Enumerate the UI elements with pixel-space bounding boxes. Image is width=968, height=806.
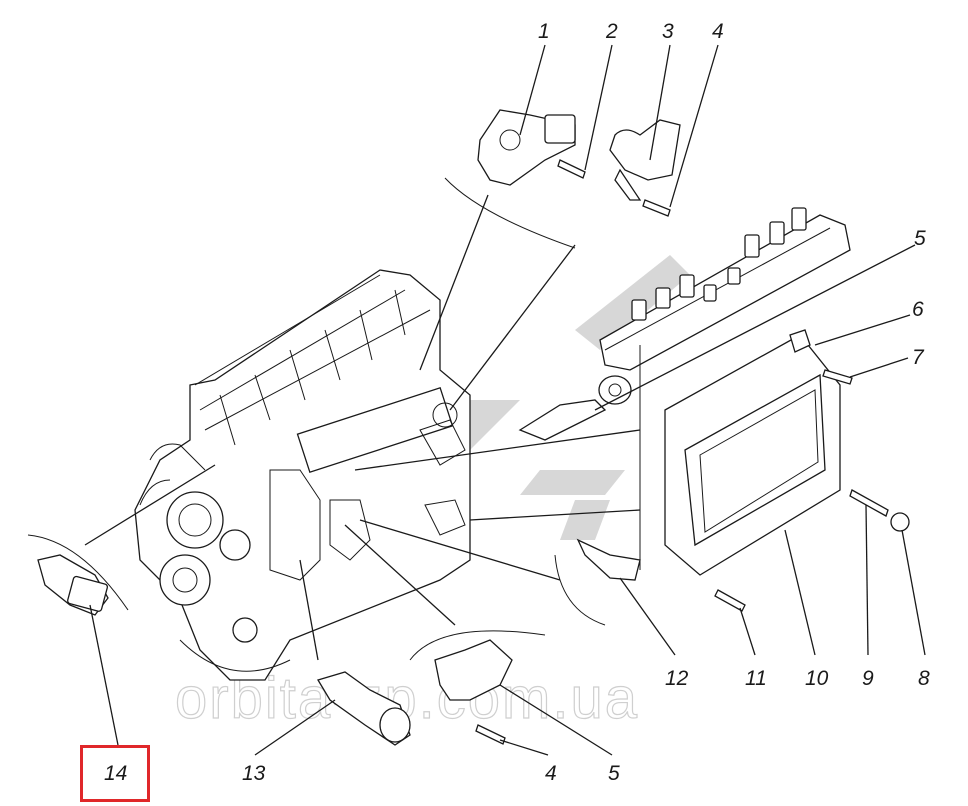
part-9-stud (849, 489, 889, 517)
callout-14: 14 (104, 762, 127, 785)
part-1-sensor (477, 109, 576, 186)
callout-8: 8 (918, 667, 930, 690)
callout-11: 11 (745, 667, 767, 690)
part-7-bolt (822, 369, 853, 385)
callout-4-top: 4 (712, 20, 724, 43)
ecu-unit (664, 329, 841, 576)
callout-2: 2 (605, 20, 618, 43)
callout-labels: 1 2 3 4 5 6 7 8 9 10 11 12 13 4 5 14 (104, 20, 930, 785)
part-11-bolt (714, 589, 746, 612)
callout-13: 13 (242, 762, 266, 785)
part-4-bolt-bottom (475, 724, 506, 745)
part-14-sensor (37, 554, 109, 616)
part-12-sensor (576, 538, 641, 581)
callout-5-bottom: 5 (608, 762, 620, 785)
callout-5-top: 5 (914, 227, 926, 250)
detail-outlines (27, 177, 641, 661)
callout-3: 3 (662, 20, 674, 43)
callout-4-bottom: 4 (545, 762, 557, 785)
highlight-box-callout-14 (80, 745, 150, 802)
fuel-rail (598, 207, 851, 405)
callout-7: 7 (912, 346, 925, 369)
callout-9: 9 (862, 667, 874, 690)
part-4-bolt-top (642, 199, 671, 217)
part-5-sensor-top (518, 399, 607, 441)
part-8-nut (890, 512, 910, 532)
part-13-sensor (317, 671, 411, 746)
part-3-sensor (609, 119, 681, 201)
callout-12: 12 (665, 667, 689, 690)
leader-lines (84, 44, 926, 756)
callout-1: 1 (538, 20, 550, 43)
callout-10: 10 (805, 667, 829, 690)
part-2-bolt (557, 159, 586, 179)
engine-assembly (134, 269, 471, 681)
callout-6: 6 (912, 298, 924, 321)
